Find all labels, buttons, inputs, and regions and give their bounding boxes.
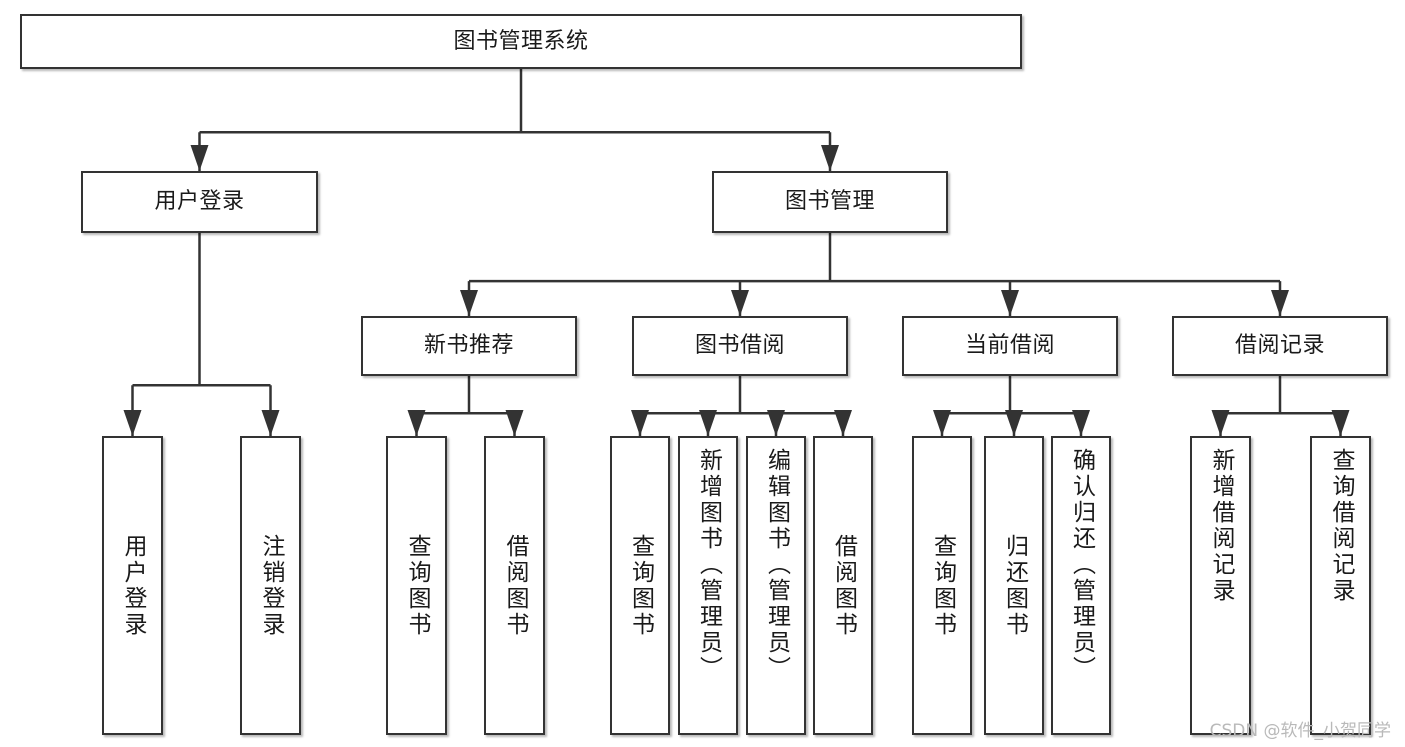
- node-book-borrow[interactable]: 图书借阅: [632, 316, 848, 376]
- node-leaf-user-login[interactable]: 用户登录: [102, 436, 163, 735]
- node-leaf-query-book-1[interactable]: 查询图书: [386, 436, 447, 735]
- arrowhead-user-login: [190, 145, 209, 171]
- arrowhead-borrow-record: [1271, 290, 1289, 316]
- node-leaf-query-book-3[interactable]: 查询图书: [912, 436, 972, 735]
- node-book-manage[interactable]: 图书管理: [712, 171, 948, 233]
- arrowhead-current-borrow: [1001, 290, 1019, 316]
- node-label-book-borrow: 图书借阅: [694, 333, 785, 359]
- arrowhead-leaf-query-book-3: [933, 410, 951, 436]
- node-label-leaf-borrow-book-2: 借阅图书: [830, 533, 857, 638]
- node-label-leaf-user-logout: 注销登录: [258, 533, 284, 638]
- arrowhead-leaf-return-book: [1005, 410, 1023, 436]
- node-label-leaf-query-book-1: 查询图书: [404, 533, 430, 638]
- node-leaf-return-book[interactable]: 归还图书: [984, 436, 1044, 735]
- node-label-leaf-user-login: 用户登录: [120, 533, 146, 638]
- node-new-book-rec[interactable]: 新书推荐: [361, 316, 577, 376]
- arrowhead-new-book-rec: [460, 290, 478, 316]
- node-current-borrow[interactable]: 当前借阅: [902, 316, 1118, 376]
- node-leaf-confirm-return[interactable]: 确认归还（管理员）: [1051, 436, 1111, 735]
- arrowhead-leaf-borrow-book-1: [505, 410, 524, 436]
- node-label-leaf-add-book: 新增图书（管理员）: [695, 448, 722, 682]
- arrowhead-leaf-query-book-2: [631, 410, 649, 436]
- node-label-new-book-rec: 新书推荐: [423, 333, 514, 359]
- arrowhead-leaf-confirm-return: [1072, 410, 1090, 436]
- node-label-leaf-query-book-3: 查询图书: [929, 533, 956, 638]
- node-label-leaf-borrow-book-1: 借阅图书: [502, 533, 528, 638]
- arrowhead-leaf-borrow-book-2: [834, 410, 852, 436]
- node-label-leaf-edit-book: 编辑图书（管理员）: [763, 448, 790, 682]
- node-root[interactable]: 图书管理系统: [20, 14, 1022, 69]
- node-label-current-borrow: 当前借阅: [964, 333, 1055, 359]
- arrowhead-leaf-query-record: [1331, 410, 1350, 436]
- arrowhead-book-borrow: [731, 290, 749, 316]
- node-borrow-record[interactable]: 借阅记录: [1172, 316, 1388, 376]
- node-leaf-user-logout[interactable]: 注销登录: [240, 436, 301, 735]
- node-label-book-manage: 图书管理: [784, 189, 875, 215]
- node-user-login[interactable]: 用户登录: [81, 171, 318, 233]
- arrowhead-leaf-edit-book: [767, 410, 785, 436]
- node-leaf-query-book-2[interactable]: 查询图书: [610, 436, 670, 735]
- node-leaf-borrow-book-1[interactable]: 借阅图书: [484, 436, 545, 735]
- node-label-leaf-return-book: 归还图书: [1001, 533, 1028, 638]
- node-label-leaf-confirm-return: 确认归还（管理员）: [1068, 448, 1095, 682]
- arrowhead-leaf-user-logout: [261, 410, 280, 436]
- node-leaf-borrow-book-2[interactable]: 借阅图书: [813, 436, 873, 735]
- arrowhead-leaf-add-book: [699, 410, 717, 436]
- node-label-leaf-query-record: 查询借阅记录: [1328, 448, 1354, 604]
- arrowhead-leaf-query-book-1: [407, 410, 426, 436]
- node-label-leaf-add-record: 新增借阅记录: [1208, 448, 1234, 604]
- node-leaf-edit-book[interactable]: 编辑图书（管理员）: [746, 436, 806, 735]
- node-leaf-add-book[interactable]: 新增图书（管理员）: [678, 436, 738, 735]
- node-label-leaf-query-book-2: 查询图书: [627, 533, 654, 638]
- node-leaf-query-record[interactable]: 查询借阅记录: [1310, 436, 1371, 735]
- node-leaf-add-record[interactable]: 新增借阅记录: [1190, 436, 1251, 735]
- node-label-root: 图书管理系统: [453, 28, 589, 54]
- arrowhead-leaf-user-login: [123, 410, 142, 436]
- arrowhead-leaf-add-record: [1211, 410, 1230, 436]
- node-label-borrow-record: 借阅记录: [1234, 333, 1325, 359]
- arrowhead-book-manage: [821, 145, 839, 171]
- node-label-user-login: 用户登录: [154, 189, 245, 215]
